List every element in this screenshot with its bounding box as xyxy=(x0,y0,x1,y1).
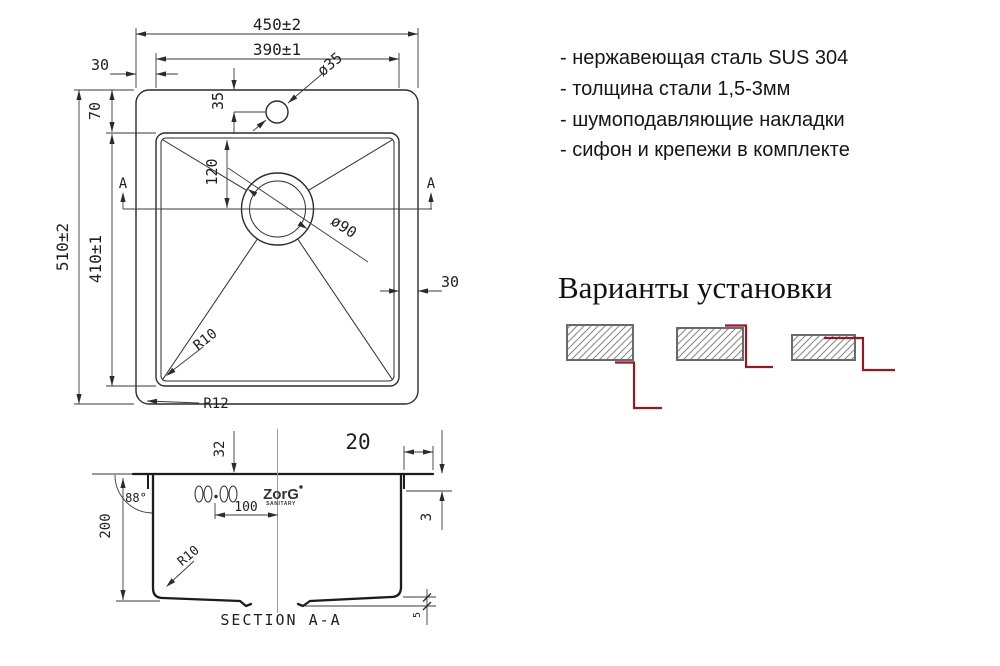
section-profile xyxy=(92,429,435,613)
bowl-edge xyxy=(155,132,400,387)
clip-mark-icon xyxy=(219,485,229,503)
clip-mark-icon xyxy=(194,485,204,503)
section-marker-left: A xyxy=(119,176,128,192)
dim-top-offset: 70 xyxy=(86,90,115,132)
brand-logo-subtitle: SANITARY xyxy=(266,501,296,507)
bowl-inner-edge xyxy=(160,137,395,382)
dim-drain-diameter: ø90 xyxy=(227,167,369,263)
dim-outer-radius-label: R12 xyxy=(203,396,228,412)
dim-inner-radius-label: R10 xyxy=(191,326,221,354)
dim-outer-width-label: 450±2 xyxy=(253,15,301,34)
dim-outer-height: 510±2 xyxy=(53,89,134,405)
dim-right-offset-label: 30 xyxy=(441,273,459,291)
spec-line: - нержавеющая сталь SUS 304 xyxy=(560,47,848,69)
dim-faucet-offset: 35 xyxy=(209,68,266,134)
clip-mark-icon xyxy=(228,485,238,503)
rim-lips xyxy=(147,474,405,489)
dim-drain-offset: 120 xyxy=(203,140,230,208)
bowl-left-wall xyxy=(151,472,253,608)
clip-center-dot xyxy=(214,494,218,499)
sink-outer-edge xyxy=(135,89,419,405)
install-options: Варианты установки xyxy=(558,270,895,410)
specs-list: - нержавеющая сталь SUS 304 - толщина ст… xyxy=(560,47,850,161)
dim-flange-overhang-label: 20 xyxy=(345,430,370,454)
dim-clip-offset: 100 xyxy=(214,500,278,519)
section-marker-right: A xyxy=(427,176,436,192)
dim-rim-width-label: 32 xyxy=(212,441,228,458)
dim-faucet-diameter-label: ø35 xyxy=(314,49,346,80)
dim-rim-width: 32 xyxy=(212,431,237,473)
bowl-corner-diagonals xyxy=(162,139,393,380)
sink-rim-profile xyxy=(615,361,662,410)
sink-rim-profile xyxy=(824,336,895,372)
dim-faucet-offset-label: 35 xyxy=(209,92,227,110)
dim-bottom-slope: 5 xyxy=(305,589,436,625)
install-heading: Варианты установки xyxy=(558,270,832,305)
sink-outline xyxy=(135,89,419,405)
spec-line: - сифон и крепежи в комплекте xyxy=(560,139,850,161)
dim-left-offset: 30 xyxy=(91,56,178,77)
bowl-right-wall xyxy=(296,472,403,608)
faucet-hole xyxy=(265,100,289,124)
dim-inner-width-label: 390±1 xyxy=(253,40,301,59)
dim-outer-radius: R12 xyxy=(146,396,229,412)
sink-rim-profile xyxy=(725,324,773,369)
dim-wall-angle-label: 88° xyxy=(125,491,147,505)
mounting-clip-marks xyxy=(194,485,238,503)
dim-right-offset: 30 xyxy=(380,273,459,294)
dim-bottom-radius-label: R10 xyxy=(175,543,203,570)
dim-top-offset-label: 70 xyxy=(86,102,104,120)
section-cut-line: A A xyxy=(119,176,436,210)
brand-logo-dot xyxy=(299,485,303,489)
dim-inner-height: 410±1 xyxy=(86,132,156,387)
dim-wall-angle: 88° xyxy=(114,474,153,514)
install-variant-flushmount xyxy=(791,334,895,372)
dim-drain-offset-label: 120 xyxy=(203,158,221,185)
dim-drain-diameter-label: ø90 xyxy=(328,212,361,242)
dim-flange-thickness: 3 xyxy=(406,430,452,530)
dim-depth: 200 xyxy=(98,478,160,602)
countertop-block xyxy=(566,324,634,361)
dim-left-offset-label: 30 xyxy=(91,56,109,74)
section-title: SECTION A-A xyxy=(220,611,341,629)
spec-line: - толщина стали 1,5-3мм xyxy=(560,78,790,100)
dim-flange-overhang: 20 xyxy=(345,430,434,470)
dim-depth-label: 200 xyxy=(98,513,114,538)
section-view: 32 20 3 88° 200 R10 xyxy=(92,429,452,629)
dim-flange-thickness-label: 3 xyxy=(419,513,435,521)
countertop-block xyxy=(676,327,744,361)
clip-mark-icon xyxy=(203,485,213,503)
top-view: 450±2 390±1 30 510±2 410±1 xyxy=(53,15,459,412)
dim-inner-width: 390±1 xyxy=(155,40,400,88)
install-variant-overmount xyxy=(676,324,773,369)
install-variant-undermount xyxy=(566,324,662,410)
brand-logo-text: ZorG xyxy=(263,486,299,503)
dim-outer-height-label: 510±2 xyxy=(53,223,72,271)
brand-logo: ZorG SANITARY xyxy=(263,485,303,507)
dim-bottom-radius: R10 xyxy=(166,543,203,587)
dim-clip-offset-label: 100 xyxy=(234,500,257,515)
dim-inner-height-label: 410±1 xyxy=(86,235,105,283)
countertop-block xyxy=(791,334,856,361)
dim-outer-width: 450±2 xyxy=(135,15,419,88)
dim-bottom-slope-label: 5 xyxy=(412,612,423,618)
spec-line: - шумоподавляющие накладки xyxy=(560,109,845,131)
